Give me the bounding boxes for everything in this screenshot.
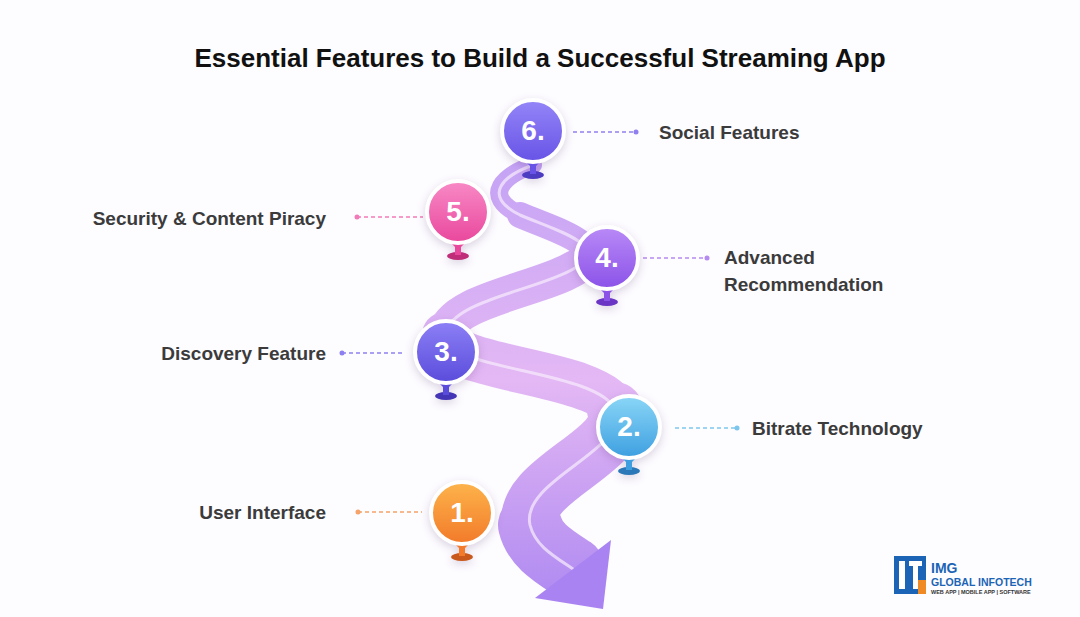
diagram-title: Essential Features to Build a Successful… — [0, 43, 1080, 74]
leader-dot — [340, 351, 345, 356]
leader-dot — [634, 130, 639, 135]
step-number: 2. — [593, 391, 665, 463]
leader-line — [357, 216, 423, 218]
leader-dot — [735, 426, 740, 431]
logo-tagline: WEB APP | MOBILE APP | SOFTWARE — [931, 589, 1031, 595]
feature-label: User Interface — [199, 499, 326, 526]
step-number: 5. — [422, 176, 494, 248]
logo-square — [894, 556, 926, 594]
step-number: 3. — [410, 316, 482, 388]
logo-name: GLOBAL INFOTECH — [931, 576, 1032, 588]
step-number: 6. — [497, 95, 569, 167]
leader-dots — [340, 130, 740, 515]
logo-bar — [899, 561, 905, 589]
map-pin: 2.Bitrate Technology — [593, 391, 665, 483]
map-pin: 6.Social Features — [497, 95, 569, 187]
step-number: 1. — [426, 477, 498, 549]
logo-bar — [909, 561, 922, 566]
leader-lines — [342, 132, 737, 512]
feature-label: Bitrate Technology — [752, 415, 923, 442]
leader-dot — [705, 256, 710, 261]
road-segment — [530, 525, 573, 569]
feature-label: Social Features — [659, 119, 799, 146]
map-pin: 4.Advanced Recommendation — [571, 222, 643, 314]
map-pin: 3.Discovery Feature — [410, 316, 482, 408]
leader-line — [573, 131, 636, 133]
logo-bar — [913, 566, 918, 589]
leader-line — [342, 352, 405, 354]
logo-icon — [894, 556, 926, 594]
logo-accent — [918, 580, 926, 594]
leader-line — [358, 511, 422, 513]
leader-dot — [355, 215, 360, 220]
feature-label: Advanced Recommendation — [724, 244, 914, 298]
feature-label: Security & Content Piracy — [93, 205, 326, 232]
road-arrowhead — [535, 540, 611, 609]
leader-line — [643, 257, 707, 259]
feature-label: Discovery Feature — [161, 340, 326, 367]
logo-mark: IMG — [931, 560, 957, 576]
map-pin: 1.User Interface — [426, 477, 498, 569]
leader-dot — [356, 510, 361, 515]
step-number: 4. — [571, 222, 643, 294]
leader-line — [675, 427, 737, 429]
map-pin: 5.Security & Content Piracy — [422, 176, 494, 268]
